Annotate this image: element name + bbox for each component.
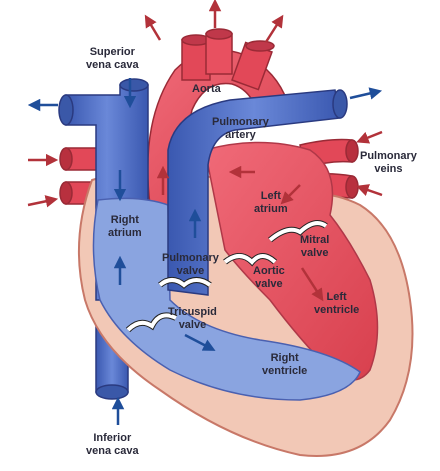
deoxygenated-flow-arrows: [27, 78, 383, 425]
label-aorta: Aorta: [192, 83, 221, 95]
oxygenated-flow-arrows: [27, 0, 383, 302]
right-heart-chambers: [92, 197, 361, 401]
pulmonary-artery: [167, 89, 348, 296]
left-heart-chambers: [204, 141, 379, 381]
valves: [125, 220, 328, 333]
